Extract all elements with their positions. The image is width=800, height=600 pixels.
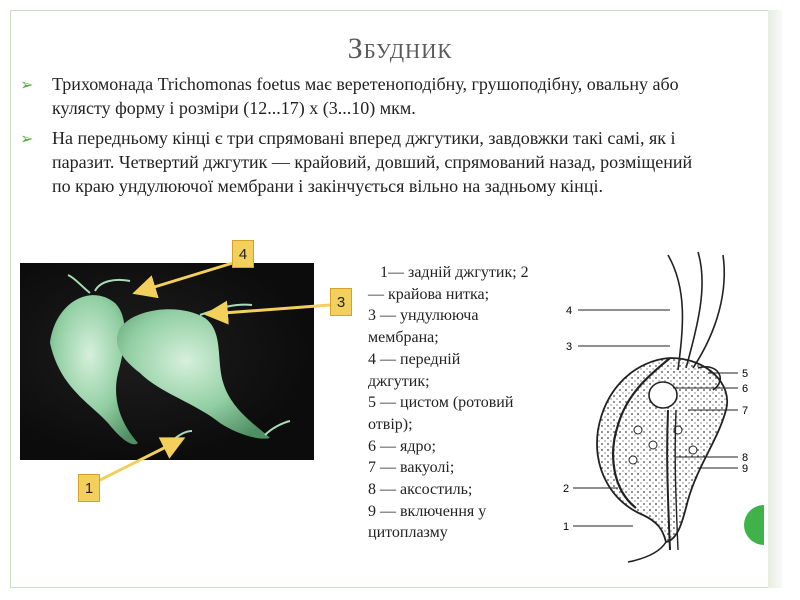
diagram-label: 3 <box>566 341 572 353</box>
bullet-list: ➢ Трихомонада Trichomonas foetus має вер… <box>20 72 710 204</box>
bullet-item: ➢ Трихомонада Trichomonas foetus має вер… <box>20 72 710 120</box>
diagram-label: 6 <box>742 383 748 395</box>
trichomonas-micrograph <box>20 263 314 460</box>
green-tab <box>744 505 764 545</box>
diagram-label: 7 <box>742 405 748 417</box>
legend-line: мембрана; <box>368 329 439 347</box>
legend-line: 5 — цистом (ротовий <box>368 394 514 412</box>
legend-line: 3 — ундулююча <box>368 307 479 325</box>
legend-line: джгутик; <box>368 372 430 390</box>
legend-line: отвір); <box>368 415 413 433</box>
legend-line: 6 — ядро; <box>368 437 436 455</box>
legend-text: 1— задній джгутик; 2 — крайова нитка; 3 … <box>368 262 570 544</box>
diagram-label: 8 <box>742 452 748 464</box>
slide-title: Збудник <box>347 32 453 65</box>
bullet-text: На передньому кінці є три спрямовані впе… <box>52 128 693 196</box>
legend-line: 8 — аксостиль; <box>368 481 473 499</box>
bullet-arrow-icon: ➢ <box>20 75 34 94</box>
bullet-arrow-icon: ➢ <box>20 129 34 148</box>
label-4: 4 <box>232 240 254 268</box>
diagram-label: 4 <box>566 305 572 317</box>
trichomonas-diagram: 4 3 5 6 7 8 9 2 1 <box>563 251 748 563</box>
legend-line: 9 — включення у <box>368 502 487 520</box>
legend-line: 7 — вакуолі; <box>368 459 455 477</box>
diagram-label: 2 <box>563 483 569 495</box>
bullet-text: Трихомонада Trichomonas foetus має верет… <box>52 74 679 118</box>
bullet-item: ➢ На передньому кінці є три спрямовані в… <box>20 126 710 198</box>
diagram-label: 5 <box>742 368 748 380</box>
diagram-label: 9 <box>742 463 748 475</box>
diagram-label: 1 <box>563 521 569 533</box>
legend-line: 4 — передній <box>368 350 461 368</box>
legend-line: цитоплазму <box>368 524 448 542</box>
slide-frame-edge <box>768 10 782 588</box>
label-3: 3 <box>330 288 352 316</box>
legend-line: — крайова нитка; <box>368 285 490 303</box>
label-1: 1 <box>78 474 100 502</box>
legend-line: 1— задній джгутик; 2 <box>368 264 529 281</box>
